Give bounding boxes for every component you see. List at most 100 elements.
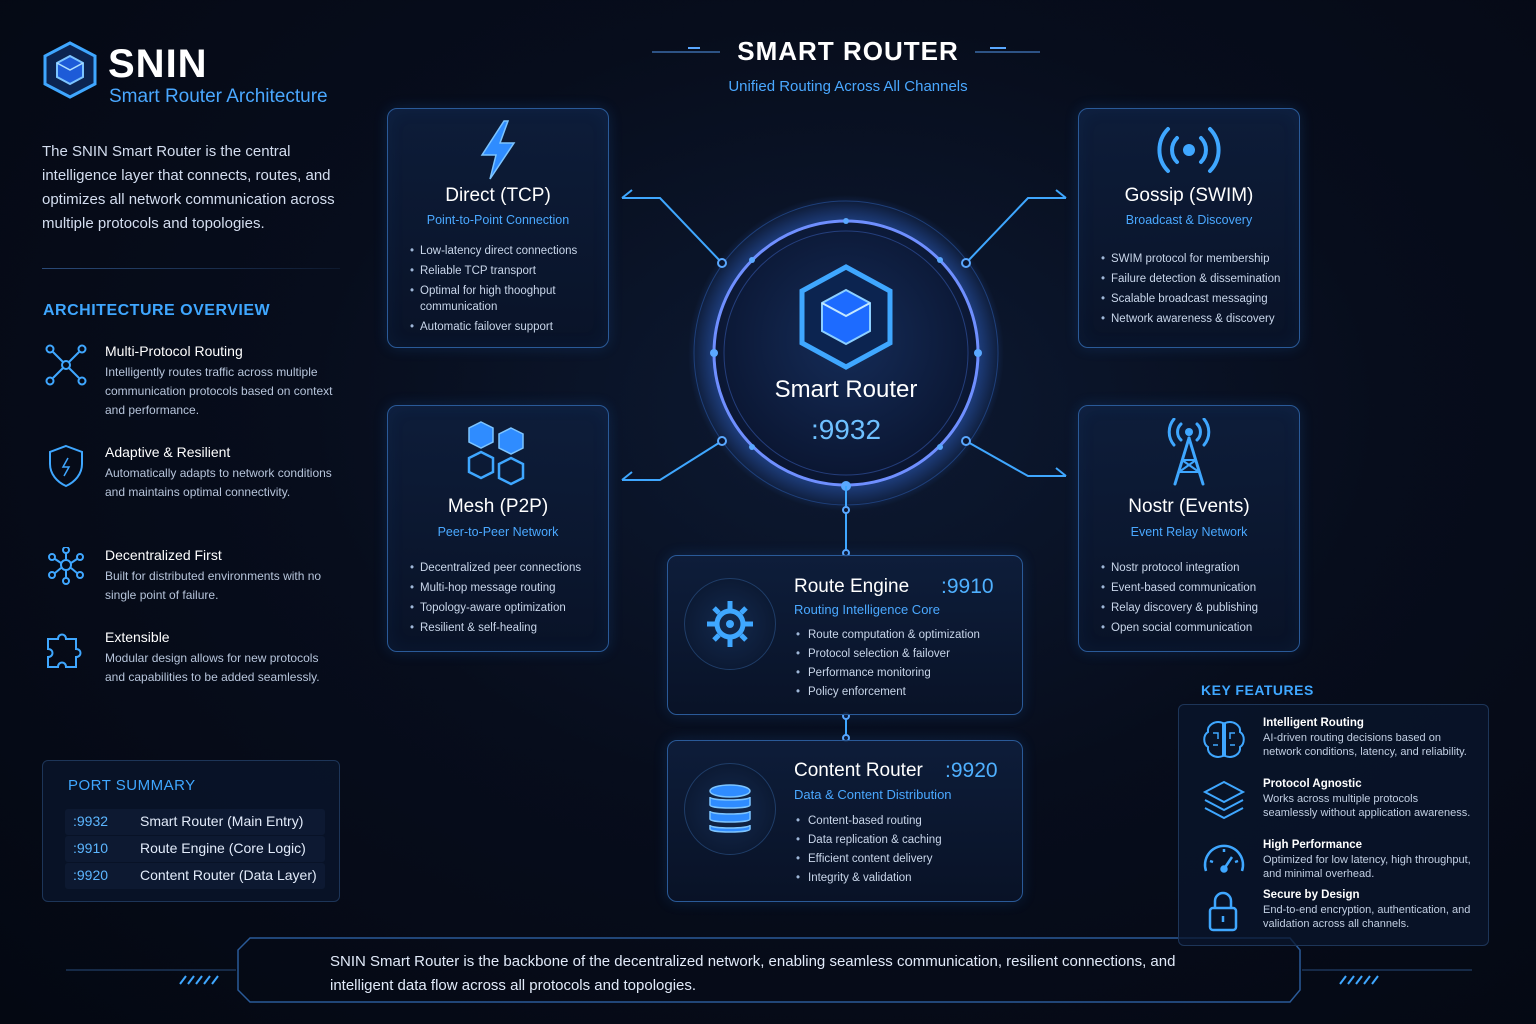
key-features-title: KEY FEATURES: [1201, 682, 1314, 698]
list-item: Scalable broadcast messaging: [1101, 291, 1297, 307]
database-icon: [684, 763, 776, 855]
list-item: Resilient & self-healing: [410, 620, 606, 636]
feature-title: Protocol Agnostic: [1263, 778, 1362, 790]
lock-icon: [1201, 889, 1247, 935]
content-router-card: Content Router :9920 Data & Content Dist…: [667, 740, 1023, 902]
port-name: Content Router (Data Layer): [140, 867, 317, 883]
engine-feature-list: Content-based routing Data replication &…: [796, 812, 1016, 888]
antenna-tower-icon: [1079, 418, 1299, 488]
list-item: Performance monitoring: [796, 664, 1016, 683]
architecture-title: ARCHITECTURE OVERVIEW: [43, 302, 271, 319]
lightning-icon: [388, 119, 608, 189]
footer-text: SNIN Smart Router is the backbone of the…: [330, 953, 1176, 994]
router-port: :9932: [810, 414, 882, 445]
list-item: Integrity & validation: [796, 869, 1016, 888]
feature-desc: Works across multiple protocols seamless…: [1263, 793, 1471, 819]
feature-intelligent-routing: Intelligent Routing AI-driven routing de…: [1179, 717, 1490, 775]
list-item: Network awareness & discovery: [1101, 311, 1297, 327]
card-title: Gossip (SWIM): [1124, 185, 1254, 206]
mesh-p2p-card: Mesh (P2P) Peer-to-Peer Network Decentra…: [387, 405, 609, 652]
arch-item-title: Extensible: [105, 629, 170, 645]
divider: [42, 268, 340, 269]
gossip-swim-card: Gossip (SWIM) Broadcast & Discovery SWIM…: [1078, 108, 1300, 348]
brand-title: SNIN: [108, 42, 208, 86]
gear-icon: [684, 578, 776, 670]
arch-item-desc: Modular design allows for new protocols …: [105, 651, 320, 684]
feature-protocol-agnostic: Protocol Agnostic Works across multiple …: [1179, 778, 1490, 836]
broadcast-icon: [1079, 119, 1299, 189]
feature-high-performance: High Performance Optimized for low laten…: [1179, 839, 1490, 889]
list-item: Event-based communication: [1101, 580, 1297, 596]
arch-item-adaptive: Adaptive & Resilient Automatically adapt…: [42, 444, 342, 524]
card-subtitle: Point-to-Point Connection: [426, 213, 570, 227]
card-subtitle: Peer-to-Peer Network: [437, 525, 559, 539]
arch-item-desc: Built for distributed environments with …: [105, 569, 322, 602]
feature-title: Secure by Design: [1263, 889, 1360, 901]
gauge-icon: [1201, 839, 1247, 885]
port-summary-panel: PORT SUMMARY :9932 Smart Router (Main En…: [42, 760, 340, 902]
port-name: Smart Router (Main Entry): [140, 813, 304, 829]
decentralized-icon: [42, 546, 90, 595]
list-item: Multi-hop message routing: [410, 580, 606, 596]
feature-desc: AI-driven routing decisions based on net…: [1263, 732, 1467, 758]
list-item: Content-based routing: [796, 812, 1016, 831]
feature-desc: End-to-end encryption, authentication, a…: [1263, 904, 1471, 930]
feature-title: Intelligent Routing: [1263, 717, 1364, 729]
arch-item-title: Multi-Protocol Routing: [105, 343, 243, 359]
engine-title: Content Router: [794, 760, 923, 781]
list-item: Reliable TCP transport: [410, 263, 606, 279]
card-subtitle: Broadcast & Discovery: [1125, 213, 1253, 227]
list-item: Nostr protocol integration: [1101, 560, 1297, 576]
port-row: :9920 Content Router (Data Layer): [65, 863, 325, 889]
engine-feature-list: Route computation & optimization Protoco…: [796, 626, 1016, 702]
key-features-panel: Intelligent Routing AI-driven routing de…: [1178, 704, 1489, 946]
router-label: Smart Router: [774, 376, 918, 403]
port-row: :9932 Smart Router (Main Entry): [65, 809, 325, 835]
port-name: Route Engine (Core Logic): [140, 840, 306, 856]
list-item: Relay discovery & publishing: [1101, 600, 1297, 616]
page-subtitle: Unified Routing Across All Channels: [728, 78, 968, 95]
engine-title: Route Engine: [794, 576, 910, 597]
layers-icon: [1201, 778, 1247, 824]
page-title: SMART ROUTER: [737, 36, 959, 66]
card-title: Mesh (P2P): [447, 496, 549, 517]
list-item: Decentralized peer connections: [410, 560, 606, 576]
shield-icon: [42, 444, 90, 492]
hexagon-mesh-icon: [388, 420, 608, 490]
card-subtitle: Event Relay Network: [1130, 525, 1248, 539]
card-feature-list: Low-latency direct connections Reliable …: [410, 243, 606, 339]
list-item: Topology-aware optimization: [410, 600, 606, 616]
puzzle-icon: [42, 629, 90, 677]
engine-port: :9910: [941, 575, 994, 598]
list-item: Automatic failover support: [410, 319, 606, 335]
engine-port: :9920: [945, 759, 998, 782]
arch-item-multi-protocol: Multi-Protocol Routing Intelligently rou…: [42, 343, 342, 423]
port-number: :9932: [73, 813, 109, 829]
list-item: Protocol selection & failover: [796, 645, 1016, 664]
arch-item-extensible: Extensible Modular design allows for new…: [42, 629, 342, 709]
arch-item-title: Decentralized First: [105, 547, 222, 563]
brain-icon: [1201, 717, 1247, 763]
list-item: SWIM protocol for membership: [1101, 251, 1297, 267]
port-summary-title: PORT SUMMARY: [68, 777, 196, 794]
direct-tcp-card: Direct (TCP) Point-to-Point Connection L…: [387, 108, 609, 348]
route-engine-card: Route Engine :9910 Routing Intelligence …: [667, 555, 1023, 715]
list-item: Open social communication: [1101, 620, 1297, 636]
intro-text: The SNIN Smart Router is the central int…: [42, 143, 335, 232]
nostr-events-card: Nostr (Events) Event Relay Network Nostr…: [1078, 405, 1300, 652]
card-title: Nostr (Events): [1128, 496, 1250, 517]
list-item: Optimal for high thooghput communication: [410, 283, 606, 315]
port-number: :9920: [73, 867, 109, 883]
list-item: Efficient content delivery: [796, 850, 1016, 869]
list-item: Low-latency direct connections: [410, 243, 606, 259]
card-title: Direct (TCP): [445, 185, 551, 206]
brand-subtitle: Smart Router Architecture: [109, 86, 328, 107]
arch-item-desc: Intelligently routes traffic across mult…: [105, 365, 333, 417]
card-feature-list: SWIM protocol for membership Failure det…: [1101, 251, 1297, 331]
feature-desc: Optimized for low latency, high throughp…: [1263, 854, 1471, 880]
feature-secure-by-design: Secure by Design End-to-end encryption, …: [1179, 889, 1490, 939]
arch-item-title: Adaptive & Resilient: [105, 444, 231, 460]
list-item: Route computation & optimization: [796, 626, 1016, 645]
cube-icon: [798, 264, 894, 370]
network-nodes-icon: [42, 343, 90, 391]
